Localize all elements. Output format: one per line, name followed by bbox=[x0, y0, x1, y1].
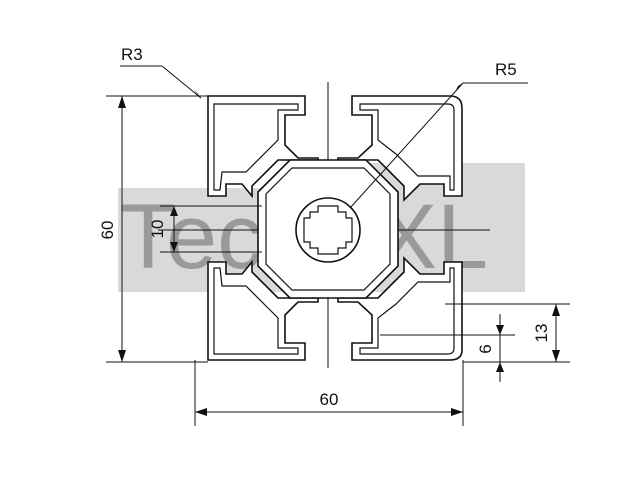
dimension-width: 60 bbox=[194, 360, 464, 426]
radius-small-label: R3 bbox=[121, 45, 143, 64]
dimension-height: 60 bbox=[98, 95, 208, 363]
dimension-slot-width-label: 10 bbox=[148, 220, 167, 239]
dimension-slot-depth: 6 13 bbox=[380, 303, 570, 382]
dimension-slot-depth-outer-label: 13 bbox=[532, 324, 551, 343]
dimension-width-label: 60 bbox=[320, 390, 339, 409]
profile-corner-top-right bbox=[337, 95, 463, 202]
radius-large-label: R5 bbox=[495, 60, 517, 79]
dimension-height-label: 60 bbox=[98, 221, 117, 240]
dimension-slot-depth-inner-label: 6 bbox=[476, 344, 495, 353]
dimension-slot-width: 10 bbox=[148, 205, 262, 253]
center-bore bbox=[295, 197, 361, 263]
